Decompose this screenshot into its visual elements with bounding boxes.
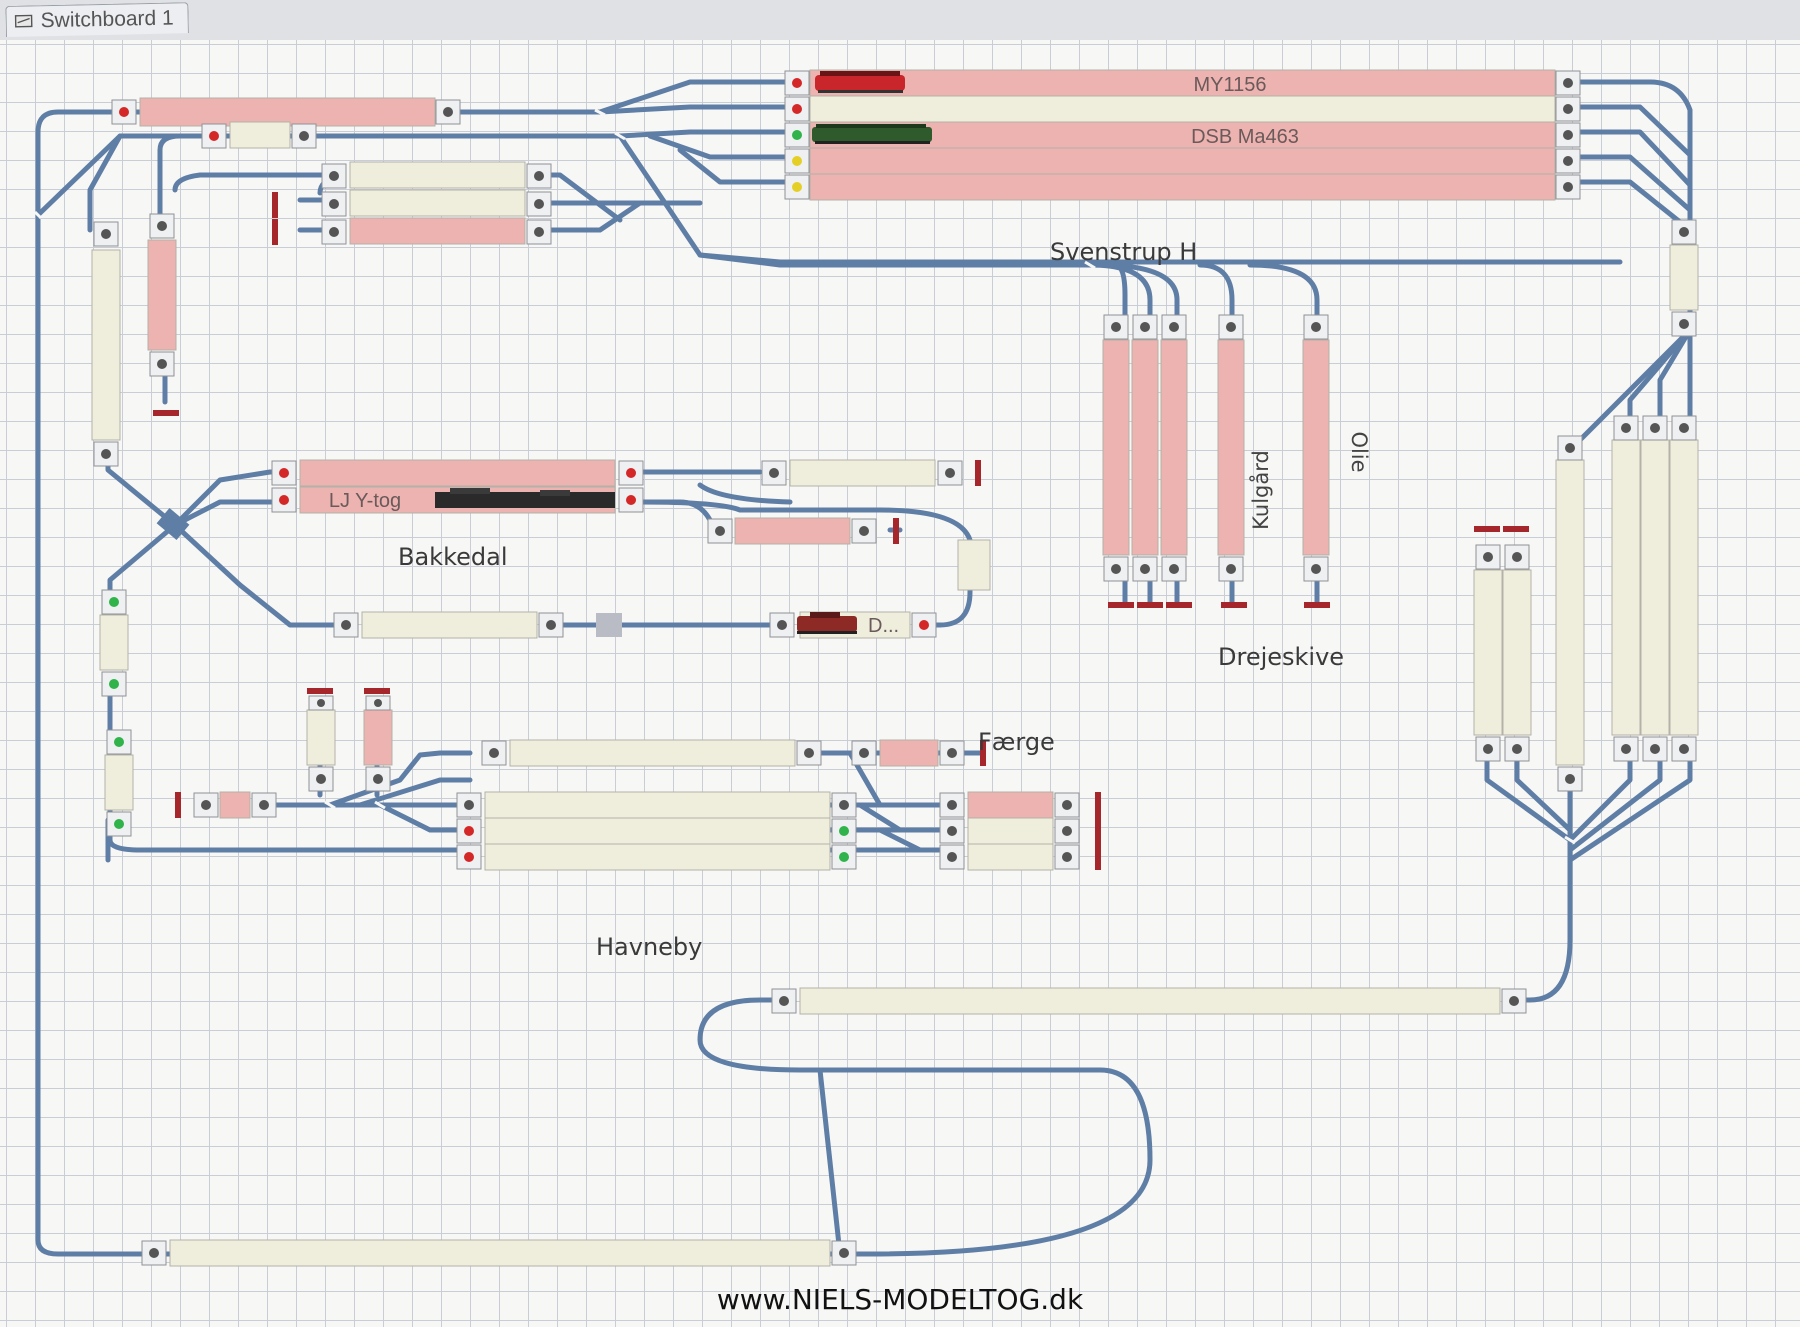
block-havneby-end-2[interactable] (967, 817, 1054, 845)
block-svenstrup-2[interactable] (809, 95, 1556, 123)
block-havneby-end-1[interactable] (967, 791, 1054, 819)
block-lower-long[interactable] (799, 987, 1501, 1015)
switchboard-icon (14, 14, 33, 28)
tab-label: Switchboard 1 (40, 6, 174, 33)
siding-label-kulgaard: Kulgård (1248, 450, 1273, 530)
block-bottom-long[interactable] (169, 1239, 831, 1267)
block-olie[interactable] (1302, 339, 1330, 556)
area-label-faerge: Færge (978, 728, 1055, 756)
block-left-small-1[interactable] (99, 614, 129, 671)
block-bakkedal-1[interactable] (299, 459, 616, 487)
signals[interactable] (93, 70, 1697, 1266)
block-svenstrup-3[interactable] (809, 121, 1556, 149)
block-bakkedal-siding-1[interactable] (789, 459, 936, 487)
train-label-dsb-ma463: DSB Ma463 (1191, 126, 1299, 148)
block-right-6[interactable] (1502, 569, 1532, 736)
block-havneby-stub-1[interactable] (306, 709, 336, 766)
block-siding-2[interactable] (349, 189, 526, 217)
block-havneby-3[interactable] (484, 843, 831, 871)
block-havneby-stub-2[interactable] (363, 709, 393, 766)
train-label-my1156: MY1156 (1193, 74, 1266, 96)
turnout-markers (33, 108, 1696, 1259)
switchboard-canvas[interactable]: MY1156 DSB Ma463 LJ Y-tog D... Svenstrup… (0, 40, 1800, 1327)
block-havneby-end-3[interactable] (967, 843, 1054, 871)
block-bakkedal-lower[interactable] (361, 611, 538, 639)
siding-label-olie: Olie (1347, 431, 1371, 472)
block-bakkedal-siding-2[interactable] (734, 517, 851, 545)
block-havneby-2[interactable] (484, 817, 831, 845)
signal-svenstrup-in-2[interactable] (784, 96, 810, 122)
block-faerge[interactable] (879, 739, 939, 767)
buffer-stops (153, 192, 1529, 870)
area-label-bakkedal: Bakkedal (398, 543, 508, 571)
block-svenstrup-4[interactable] (809, 147, 1556, 175)
block-siding-3[interactable] (349, 217, 526, 245)
train-label-d-short: D... (868, 615, 899, 637)
block-right-3[interactable] (1640, 439, 1670, 736)
block-top-left-2[interactable] (229, 121, 291, 149)
locomotive-my1156-icon[interactable] (815, 71, 905, 93)
train-label-lj-ytog: LJ Y-tog (329, 490, 401, 512)
block-right-2[interactable] (1611, 439, 1641, 736)
block-right-top[interactable] (1669, 244, 1699, 311)
block-siding-1[interactable] (349, 161, 526, 189)
locomotive-dsb-ma463-icon[interactable] (812, 124, 932, 144)
block-right-5[interactable] (1473, 569, 1503, 736)
tab-switchboard-1[interactable]: Switchboard 1 (5, 2, 190, 38)
footer-url: www.NIELS-MODELTOG.dk (716, 1283, 1084, 1316)
block-havneby-top[interactable] (509, 739, 796, 767)
locomotive-diesel-icon[interactable] (797, 612, 857, 634)
track-layer (35, 79, 1693, 1257)
block-havneby-short[interactable] (219, 791, 251, 819)
locomotive-steam-ytog-icon[interactable] (435, 488, 615, 508)
block-drejeskive-3[interactable] (1160, 339, 1188, 556)
block-drejeskive-2[interactable] (1131, 339, 1159, 556)
block-kulgaard[interactable] (1217, 339, 1245, 556)
turntable-marker[interactable] (596, 613, 622, 637)
crossing-marker[interactable] (156, 507, 190, 541)
block-right-1[interactable] (1555, 459, 1585, 766)
block-left-small-2[interactable] (104, 754, 134, 811)
block-svenstrup-1[interactable] (809, 69, 1556, 97)
area-label-havneby: Havneby (596, 933, 702, 961)
tab-bar: Switchboard 1 (0, 0, 1800, 41)
block-left-vertical-1[interactable] (91, 249, 121, 441)
block-drejeskive-1[interactable] (1102, 339, 1130, 556)
area-label-svenstrup: Svenstrup H (1050, 238, 1197, 266)
area-label-drejeskive: Drejeskive (1218, 643, 1344, 671)
block-layer[interactable] (91, 69, 1699, 1267)
block-bakkedal-loop[interactable] (957, 539, 991, 591)
block-left-vertical-2[interactable] (147, 239, 177, 351)
block-right-4[interactable] (1669, 439, 1699, 736)
block-havneby-1[interactable] (484, 791, 831, 819)
block-svenstrup-5[interactable] (809, 173, 1556, 201)
